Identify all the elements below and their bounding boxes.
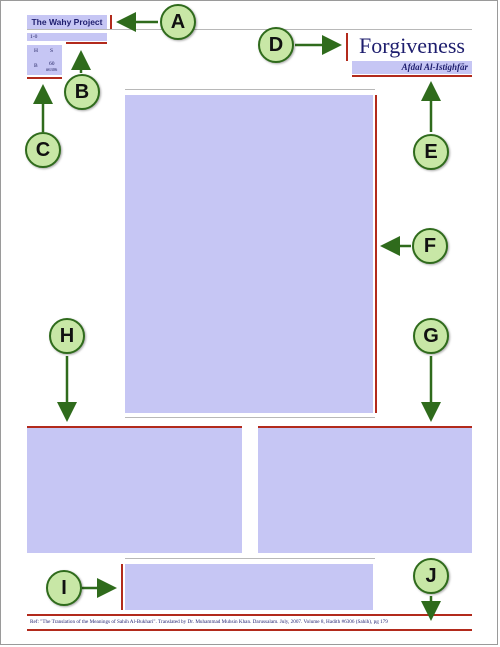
reference-topline: [27, 614, 472, 616]
callout-d: D: [258, 27, 294, 63]
page-subtitle: Afdal Al-Istighfār: [352, 61, 472, 74]
callout-b: B: [64, 74, 100, 110]
page-title: Forgiveness: [359, 33, 465, 58]
hadith-grid: [27, 45, 62, 75]
reference-text: Ref: "The Translation of the Meanings of…: [30, 619, 388, 625]
main-content-marker: [375, 95, 377, 413]
callout-i: I: [46, 570, 82, 606]
callout-g: G: [413, 318, 449, 354]
callout-h: H: [49, 318, 85, 354]
bottom-content-box: [125, 564, 373, 610]
reference-bottomline: [27, 629, 472, 631]
project-title: The Wahy Project: [27, 15, 107, 29]
callout-a: A: [160, 4, 196, 40]
grid-code-bottom: #6306: [46, 67, 58, 72]
grid-label-b: B: [34, 63, 38, 69]
version-underline: [66, 42, 107, 44]
subtitle-underline: [352, 75, 472, 77]
grid-underline: [27, 77, 62, 79]
left-content-box: [27, 428, 242, 553]
main-top-rule: [125, 89, 375, 90]
main-content-area: [125, 95, 373, 413]
callout-e: E: [413, 134, 449, 170]
main-bottom-rule: [125, 417, 375, 418]
right-content-box: [258, 428, 472, 553]
left-box-topline: [27, 426, 242, 428]
bottom-box-marker: [121, 564, 123, 610]
right-box-topline: [258, 426, 472, 428]
bottom-box-rule: [125, 558, 375, 559]
callout-j: J: [413, 558, 449, 594]
grid-label-s: S: [50, 48, 54, 54]
grid-code-top: 60: [49, 61, 55, 67]
project-title-marker: [110, 15, 112, 29]
callout-f: F: [412, 228, 448, 264]
header-rule: [27, 29, 472, 30]
title-marker: [346, 33, 348, 61]
version-label: 1-0: [27, 33, 107, 41]
callout-c: C: [25, 132, 61, 168]
grid-label-h: H: [34, 48, 38, 54]
